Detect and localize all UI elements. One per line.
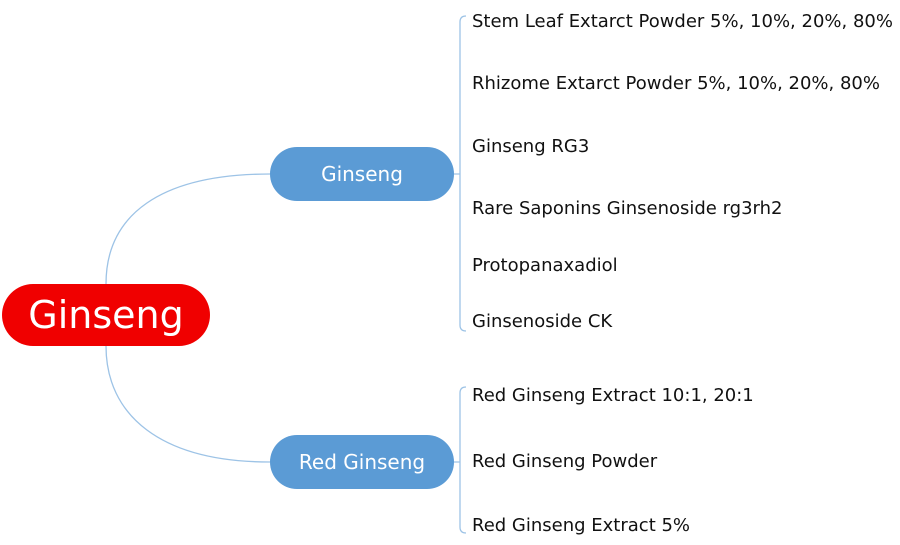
leaf-item: Stem Leaf Extarct Powder 5%, 10%, 20%, 8…	[472, 11, 893, 32]
connector-root-to-ginseng	[105, 173, 271, 285]
leaf-item: Ginsenoside CK	[472, 311, 613, 332]
leaf-item: Red Ginseng Powder	[472, 451, 658, 472]
bracket-red-ginseng	[454, 386, 467, 534]
leaf-item: Red Ginseng Extract 10:1, 20:1	[472, 385, 754, 406]
branch-node-red-ginseng: Red Ginseng	[270, 435, 454, 489]
leaf-item: Rare Saponins Ginsenoside rg3rh2	[472, 198, 783, 219]
leaf-item: Ginseng RG3	[472, 136, 590, 157]
branch-label: Ginseng	[321, 162, 403, 186]
leaf-item: Protopanaxadiol	[472, 255, 618, 276]
bracket-ginseng	[454, 15, 467, 332]
branch-node-ginseng: Ginseng	[270, 147, 454, 201]
connector-root-to-red-ginseng	[105, 345, 271, 463]
leaf-item: Rhizome Extarct Powder 5%, 10%, 20%, 80%	[472, 73, 880, 94]
root-node: Ginseng	[2, 284, 210, 346]
branch-label: Red Ginseng	[298, 450, 426, 474]
leaf-item: Red Ginseng Extract 5%	[472, 515, 691, 536]
root-label: Ginseng	[28, 293, 184, 337]
